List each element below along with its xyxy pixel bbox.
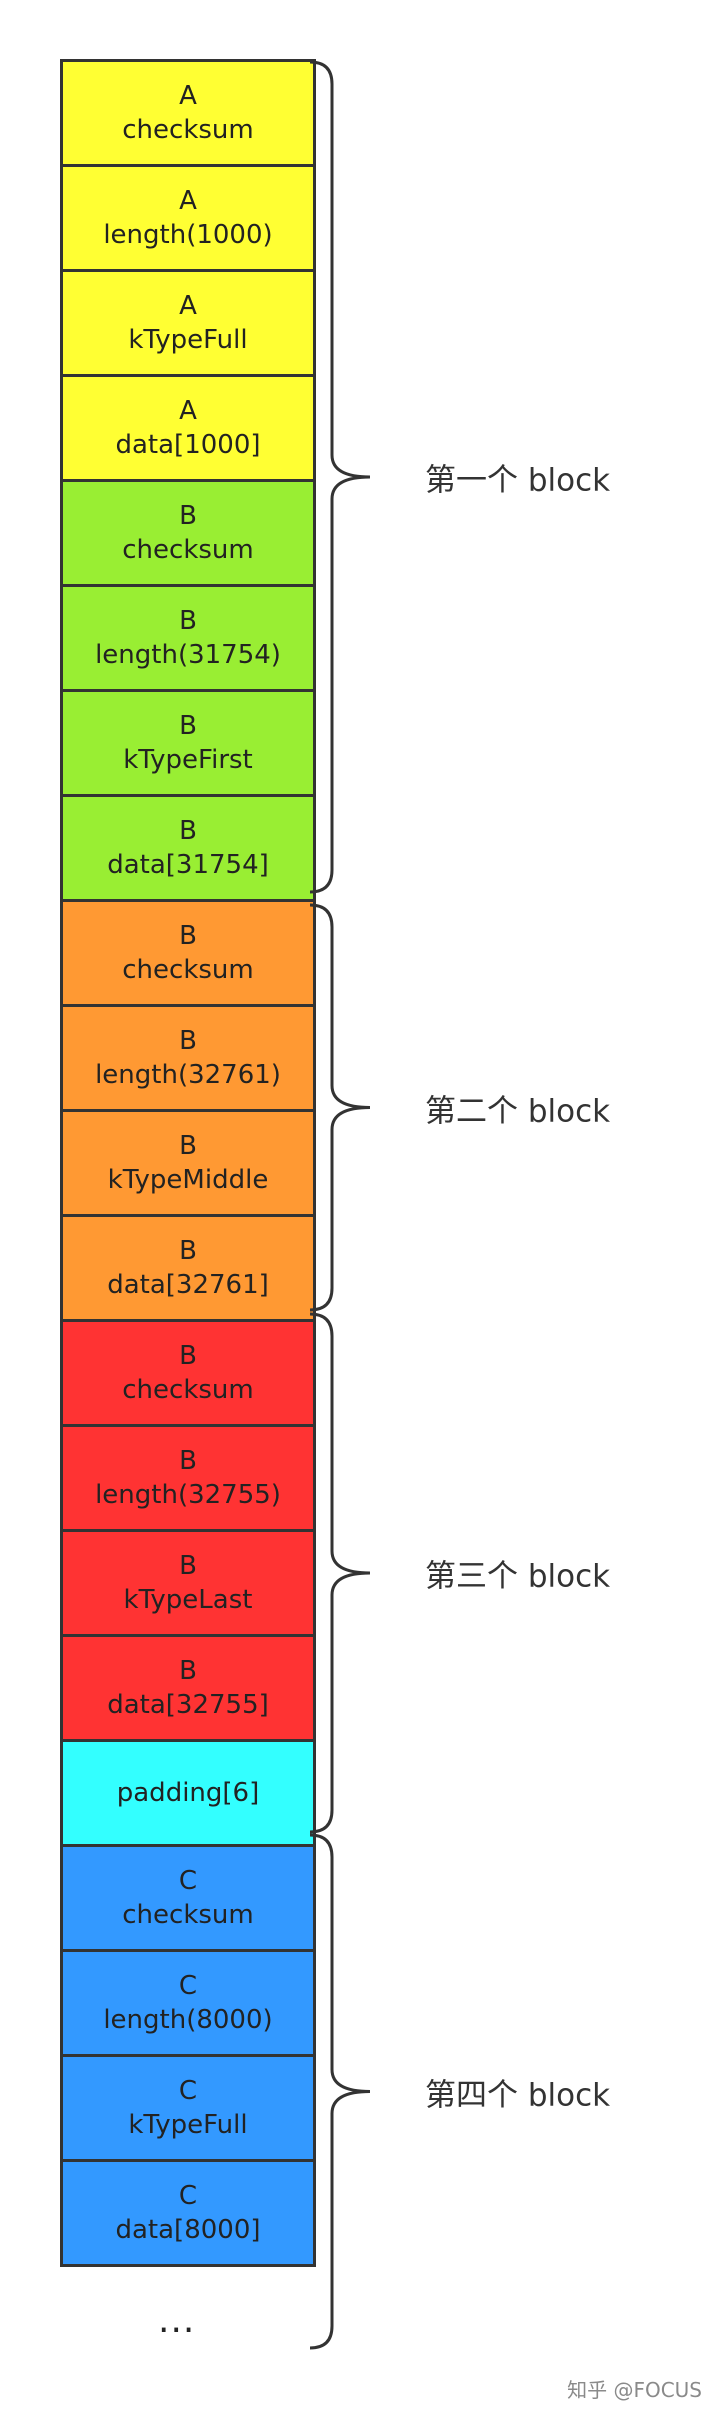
record-owner-label: B — [179, 1131, 197, 1161]
record-field-label: checksum — [122, 115, 254, 145]
block-brace — [309, 60, 371, 894]
record-owner-label: B — [179, 1026, 197, 1056]
record-owner-label: A — [179, 81, 197, 111]
record-field-label: checksum — [122, 1375, 254, 1405]
record-field-label: length(31754) — [95, 640, 281, 670]
record-field-label: kTypeMiddle — [107, 1165, 269, 1195]
record-cell: padding[6] — [63, 1742, 313, 1847]
record-field-label: padding[6] — [116, 1778, 260, 1808]
record-owner-label: B — [179, 501, 197, 531]
record-field-label: length(32761) — [95, 1060, 281, 1090]
record-field-label: kTypeLast — [123, 1585, 253, 1615]
record-field-label: length(32755) — [95, 1480, 281, 1510]
record-owner-label: B — [179, 606, 197, 636]
block-label: 第三个 block — [425, 1558, 611, 1595]
record-owner-label: C — [178, 2181, 198, 2211]
watermark: 知乎 @FOCUS — [567, 2378, 702, 2402]
record-owner-label: C — [178, 2076, 198, 2106]
block-brace — [309, 1312, 371, 1834]
record-owner-label: A — [179, 291, 197, 321]
block-brace — [309, 903, 371, 1312]
record-owner-label: B — [179, 1236, 197, 1266]
record-field-label: data[8000] — [115, 2215, 261, 2245]
record-field-label: data[32761] — [107, 1270, 269, 1300]
record-owner-label: A — [179, 396, 197, 426]
record-field-label: data[1000] — [115, 430, 261, 460]
block-brace — [309, 1833, 371, 2350]
record-field-label: data[32755] — [107, 1690, 269, 1720]
record-owner-label: B — [179, 816, 197, 846]
record-field-label: checksum — [122, 535, 254, 565]
record-owner-label: C — [178, 1866, 198, 1896]
record-owner-label: B — [179, 1551, 197, 1581]
record-field-label: kTypeFull — [128, 325, 248, 355]
record-owner-label: C — [178, 1971, 198, 2001]
continuation-ellipsis: ... — [158, 2300, 196, 2341]
record-field-label: checksum — [122, 955, 254, 985]
record-field-label: kTypeFirst — [123, 745, 253, 775]
record-field-label: data[31754] — [107, 850, 269, 880]
record-owner-label: B — [179, 1341, 197, 1371]
record-owner-label: A — [179, 186, 197, 216]
record-field-label: length(8000) — [103, 2005, 273, 2035]
block-label: 第四个 block — [425, 2077, 611, 2113]
record-field-label: checksum — [122, 1900, 254, 1930]
record-field-label: length(1000) — [103, 220, 273, 250]
record-owner-label: B — [179, 921, 197, 951]
record-owner-label: B — [179, 1446, 197, 1476]
record-field-label: kTypeFull — [128, 2110, 248, 2140]
block-label: 第一个 block — [425, 462, 611, 499]
block-label: 第二个 block — [425, 1093, 611, 1129]
record-owner-label: B — [179, 711, 197, 741]
record-owner-label: B — [179, 1656, 197, 1686]
